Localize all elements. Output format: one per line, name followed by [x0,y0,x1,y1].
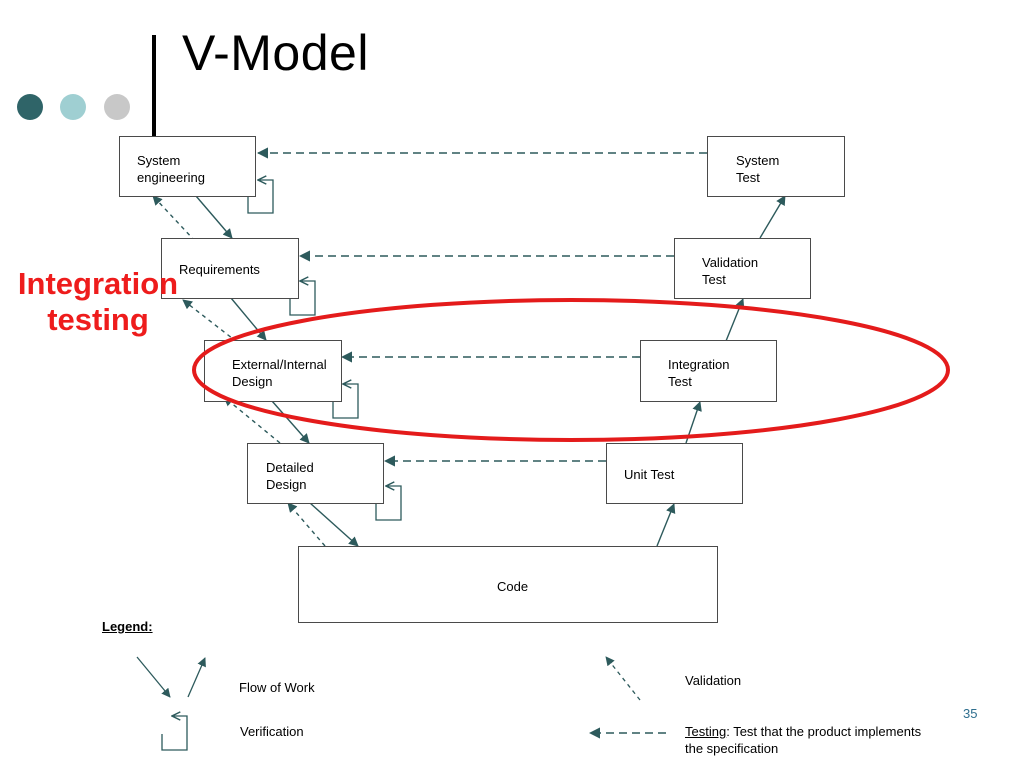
decorative-dot-gray [104,94,130,120]
title-divider [152,35,156,150]
box-system-test: System Test [707,136,845,197]
verification-loops [247,180,402,521]
box-label: System engineering [137,153,205,185]
integration-testing-callout: Integration testing [17,266,179,337]
decorative-dot-dark [17,94,43,120]
testing-arrows [256,147,707,467]
box-external-internal-design: External/Internal Design [204,340,342,402]
legend-testing-description: : Test that the product implements the s… [685,724,922,756]
legend-flow-of-work: Flow of Work [239,680,315,695]
box-validation-test: Validation Test [674,238,811,299]
legend-graphics [136,656,666,751]
box-detailed-design: Detailed Design [247,443,384,504]
box-label: Unit Test [624,467,675,482]
page-number: 35 [963,706,978,721]
box-label: Code [497,579,529,594]
box-label: Detailed Design [266,460,314,492]
box-label: Requirements [179,262,260,277]
box-label: System Test [736,153,780,185]
legend-testing-term: Testing [685,724,727,739]
legend-verification: Verification [240,724,304,739]
box-label: Validation Test [702,255,759,287]
validation-arrows [152,195,326,547]
box-label: External/Internal Design [232,357,327,389]
box-integration-test: Integration Test [640,340,777,402]
legend-title: Legend: [102,619,153,634]
box-code: Code [298,546,718,623]
legend-testing: Testing: Test that the product implement… [685,723,965,757]
legend-validation: Validation [685,673,742,688]
box-system-engineering: System engineering [119,136,256,197]
box-unit-test: Unit Test [606,443,743,504]
decorative-dot-teal [60,94,86,120]
slide-title: V-Model [182,25,369,81]
box-requirements: Requirements [161,238,299,299]
box-label: Integration Test [668,357,730,389]
